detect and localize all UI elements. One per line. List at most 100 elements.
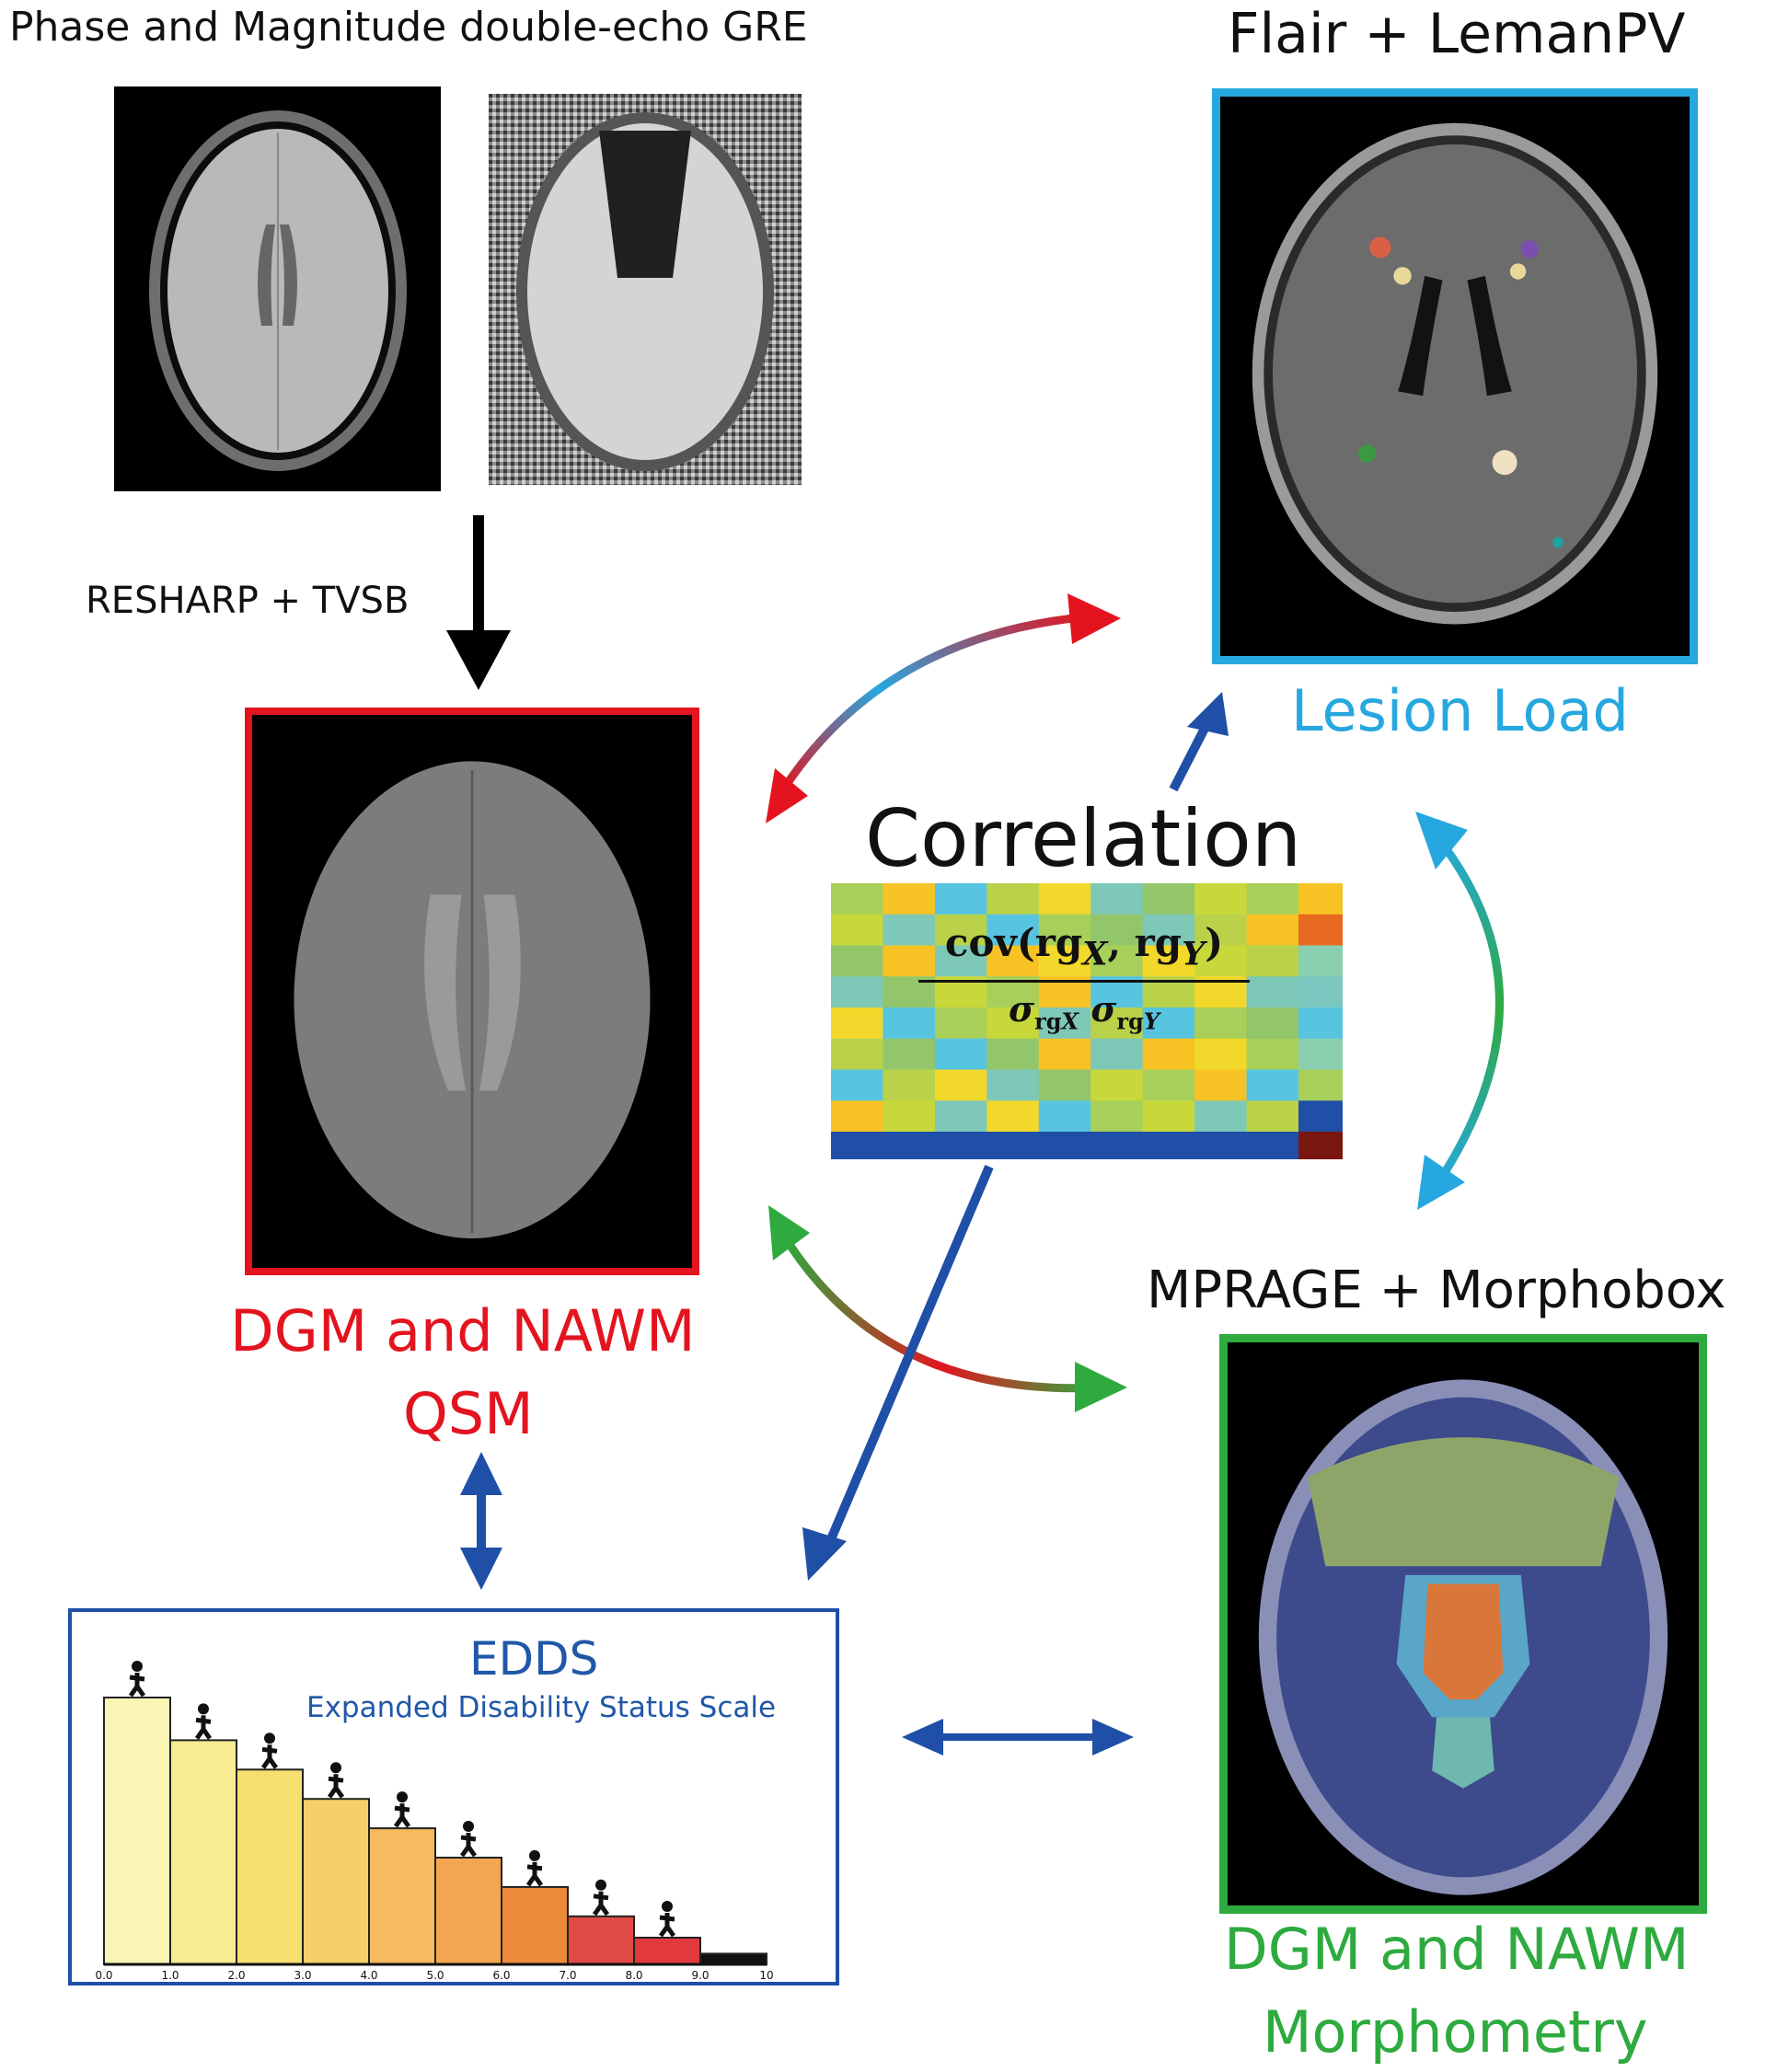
heatmap-cell xyxy=(1142,945,1195,977)
flair-output: Lesion Load xyxy=(1291,677,1629,744)
edss-person-icon xyxy=(592,1879,610,1917)
qsm-flair-arrowhead-left xyxy=(766,768,808,823)
correlation-lesion-arrowhead xyxy=(1187,692,1229,736)
edss-person-icon xyxy=(393,1791,411,1828)
heatmap-cell xyxy=(987,1038,1040,1070)
qsm-flair-arrow xyxy=(779,612,1091,794)
mprage-image xyxy=(1219,1334,1707,1914)
qsm-output-line2: QSM xyxy=(403,1380,534,1447)
heatmap-cell xyxy=(1038,1038,1091,1070)
heatmap-side-cell xyxy=(1298,1100,1343,1133)
qsm-mprage-arrowhead-left xyxy=(768,1205,810,1260)
formula-denom-sub-x: X xyxy=(1061,1007,1079,1035)
processing-arrow xyxy=(446,515,511,690)
heatmap-cell xyxy=(934,1038,987,1070)
edss-step-bar xyxy=(368,1827,436,1965)
heatmap-cell xyxy=(831,1038,883,1070)
magnitude-image xyxy=(114,86,441,491)
heatmap-cell xyxy=(1142,914,1195,946)
qsm-edss-arrowhead-top xyxy=(460,1452,502,1495)
heatmap-cell xyxy=(1090,1007,1144,1040)
heatmap-cell xyxy=(934,1100,987,1133)
heatmap-cell xyxy=(1246,945,1299,977)
heatmap-cell xyxy=(987,1007,1040,1040)
qsm-image xyxy=(245,708,699,1275)
edss-person-icon xyxy=(658,1901,676,1938)
heatmap-cell xyxy=(831,976,883,1008)
correlation-matrix: cov(rgX, rgY) σrgX σrgY xyxy=(831,883,1343,1159)
processing-label: RESHARP + TVSB xyxy=(86,580,410,622)
heatmap-cell xyxy=(1194,1100,1248,1133)
heatmap-cell xyxy=(934,1007,987,1040)
heatmap-cell xyxy=(1246,1038,1299,1070)
heatmap-cell xyxy=(831,914,883,946)
heatmap-cell xyxy=(883,1069,936,1101)
formula-close: ) xyxy=(1205,920,1224,965)
heatmap-cell xyxy=(934,883,987,915)
mprage-brain-graphic xyxy=(1258,1379,1668,1895)
heatmap-cell xyxy=(831,1007,883,1040)
heatmap-corner-cell xyxy=(1298,1132,1343,1159)
heatmap-cell xyxy=(934,945,987,977)
heatmap-cell xyxy=(1142,1038,1195,1070)
heatmap-side-cell xyxy=(1298,914,1343,946)
edss-tick-label: 5.0 xyxy=(426,1969,444,1982)
heatmap-cell xyxy=(831,1069,883,1101)
heatmap-cell xyxy=(1194,945,1248,977)
heatmap-cell xyxy=(987,883,1040,915)
heatmap-cell xyxy=(1142,1069,1195,1101)
correlation-edss-arrow xyxy=(824,1165,994,1548)
heatmap-side-cell xyxy=(1298,1069,1343,1101)
edss-step-bar xyxy=(699,1952,767,1965)
heatmap-cell xyxy=(1246,1069,1299,1101)
phase-brain-graphic xyxy=(489,94,802,485)
flair-mprage-arrowhead-top xyxy=(1415,812,1468,869)
heatmap-cell xyxy=(1246,883,1299,915)
heatmap-cell xyxy=(934,1069,987,1101)
heatmap-cell xyxy=(1090,1069,1144,1101)
mprage-title: MPRAGE + Morphobox xyxy=(1147,1260,1726,1320)
formula-rg-2: rg xyxy=(1116,1007,1144,1035)
edss-person-icon xyxy=(260,1732,279,1769)
edss-tick-label: 2.0 xyxy=(227,1969,245,1982)
edss-step-bar xyxy=(236,1768,304,1965)
formula-comma: , rg xyxy=(1107,920,1183,965)
heatmap-cell xyxy=(1090,945,1144,977)
heatmap-cell xyxy=(1090,1038,1144,1070)
magnitude-brain-graphic xyxy=(149,110,407,471)
heatmap-cell xyxy=(1142,883,1195,915)
heatmap-cell xyxy=(883,1100,936,1133)
heatmap-cell xyxy=(987,1100,1040,1133)
formula-sigma-1: σ xyxy=(1009,988,1035,1030)
heatmap-cell xyxy=(1090,914,1144,946)
formula-cov: cov(rg xyxy=(944,920,1083,965)
qsm-brain-graphic xyxy=(294,761,651,1239)
edss-person-icon xyxy=(525,1849,544,1887)
qsm-output-line1: DGM and NAWM xyxy=(230,1297,696,1364)
edss-mprage-arrowhead-right xyxy=(1092,1719,1134,1755)
correlation-lesion-arrow xyxy=(1169,715,1215,792)
heatmap-cell xyxy=(1038,914,1091,946)
formula-sub-y: Y xyxy=(1182,935,1206,973)
formula-rg-1: rg xyxy=(1034,1007,1062,1035)
correlation-edss-arrowhead xyxy=(802,1527,847,1581)
formula-numerator: cov(rgX, rgY) xyxy=(918,920,1250,984)
flair-brain-graphic xyxy=(1252,122,1658,625)
edss-tick-label: 0.0 xyxy=(95,1969,112,1982)
formula-sub-x: X xyxy=(1082,935,1108,973)
formula-denominator: σrgX σrgY xyxy=(918,983,1250,1035)
edss-step-bar xyxy=(302,1798,370,1965)
heatmap-cell xyxy=(987,1069,1040,1101)
edss-box: EDDS Expanded Disability Status Scale 0.… xyxy=(68,1608,839,1986)
edss-tick-label: 9.0 xyxy=(691,1969,709,1982)
edss-tick-label: 10 xyxy=(759,1969,773,1982)
edss-tick-label: 8.0 xyxy=(625,1969,642,1982)
heatmap-cell xyxy=(1038,1007,1091,1040)
edss-step-bar xyxy=(169,1739,237,1965)
heatmap-side-cell xyxy=(1298,945,1343,977)
qsm-mprage-arrow xyxy=(779,1230,1101,1393)
heatmap-cell xyxy=(883,1007,936,1040)
edss-step-bar xyxy=(434,1857,502,1965)
qsm-mprage-arrowhead-right xyxy=(1075,1362,1127,1412)
